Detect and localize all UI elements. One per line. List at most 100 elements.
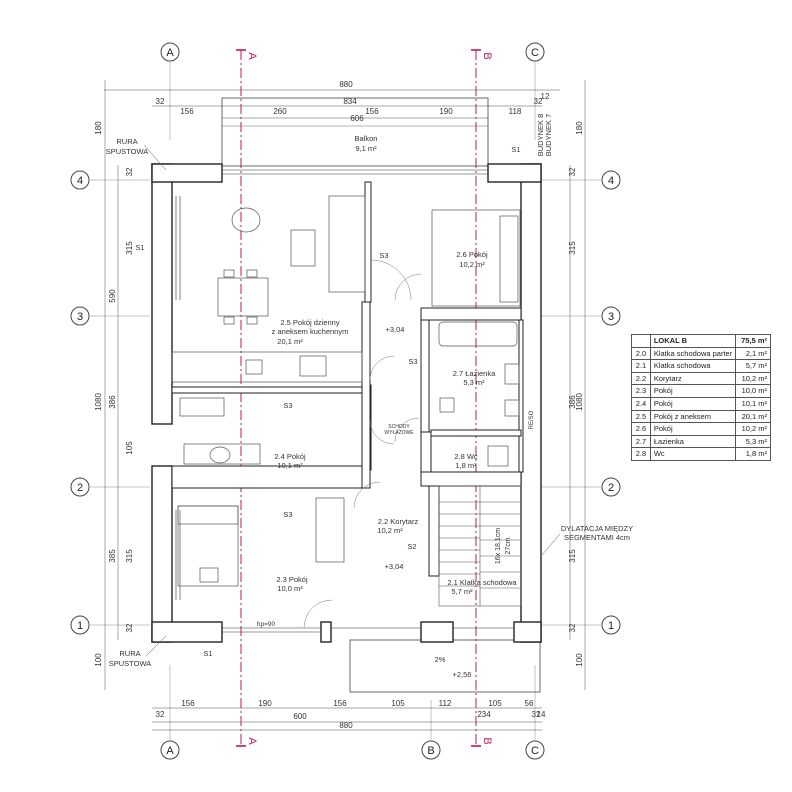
room-2-8-area: 1,8 m²	[455, 461, 477, 470]
axis-right-2: 2	[601, 477, 621, 497]
room-2-6-area: 10,2 m²	[459, 260, 485, 269]
svg-text:386: 386	[568, 395, 577, 409]
axis-markers: A A B C A A B B C 4 3 2 1 4 3 2 1	[70, 42, 621, 760]
svg-text:SEGMENTAMI 4cm: SEGMENTAMI 4cm	[564, 533, 630, 542]
svg-text:105: 105	[125, 441, 134, 455]
room-2-3-area: 10,0 m²	[277, 584, 303, 593]
svg-text:S3: S3	[283, 510, 292, 519]
svg-text:118: 118	[509, 107, 522, 116]
svg-text:1080: 1080	[575, 393, 584, 411]
svg-text:12: 12	[541, 92, 550, 101]
svg-text:600: 600	[293, 712, 307, 721]
svg-text:16x 18,1cm: 16x 18,1cm	[495, 528, 502, 564]
svg-text:WYŁAZOWE: WYŁAZOWE	[384, 430, 414, 436]
svg-text:32: 32	[125, 167, 134, 176]
svg-text:DYLATACJA MIĘDZY: DYLATACJA MIĘDZY	[561, 524, 633, 533]
svg-text:A: A	[246, 52, 258, 60]
svg-text:C: C	[531, 47, 539, 59]
interior-walls	[171, 181, 524, 577]
svg-text:SPUSTOWA: SPUSTOWA	[106, 147, 149, 156]
room-2-7-area: 5,3 m²	[463, 378, 485, 387]
svg-text:1: 1	[608, 620, 614, 632]
axis-top-a-section: A	[246, 52, 258, 60]
svg-text:BUDYNEK 7: BUDYNEK 7	[544, 114, 553, 157]
room-2-8-name: 2.8 Wc	[454, 452, 478, 461]
svg-text:32: 32	[532, 710, 541, 719]
svg-text:S1: S1	[511, 145, 520, 154]
axis-bottom-c: C	[525, 740, 545, 760]
doors	[303, 259, 422, 629]
svg-text:RE/SO: RE/SO	[529, 410, 535, 429]
room-balkon-area: 9,1 m²	[355, 144, 377, 153]
svg-text:180: 180	[94, 121, 103, 135]
svg-text:112: 112	[439, 699, 452, 708]
svg-text:2%: 2%	[435, 655, 446, 664]
svg-text:3: 3	[77, 311, 83, 323]
axis-left-3: 3	[70, 306, 90, 326]
svg-text:27cm: 27cm	[505, 537, 512, 554]
axis-left-2: 2	[70, 477, 90, 497]
svg-text:A: A	[246, 737, 258, 745]
svg-text:S1: S1	[203, 649, 212, 658]
svg-text:386: 386	[108, 395, 117, 409]
room-2-2-name: 2.2 Korytarz	[378, 517, 419, 526]
axis-bottom-b: B	[421, 740, 441, 760]
svg-text:4: 4	[608, 175, 614, 187]
svg-text:B: B	[481, 52, 493, 59]
svg-text:14: 14	[537, 710, 546, 719]
svg-text:RURA: RURA	[119, 649, 140, 658]
svg-text:190: 190	[439, 107, 453, 116]
svg-text:A: A	[166, 745, 174, 757]
room-2-7-name: 2.7 Łazienka	[453, 369, 496, 378]
svg-text:+2,56: +2,56	[453, 670, 472, 679]
svg-text:S2: S2	[407, 542, 416, 551]
svg-text:A: A	[166, 47, 174, 59]
svg-text:32: 32	[568, 167, 577, 176]
svg-text:315: 315	[568, 549, 577, 563]
svg-text:190: 190	[258, 699, 272, 708]
legend-header-row: LOKAL B 75,5 m²	[631, 334, 771, 348]
svg-text:100: 100	[94, 653, 103, 667]
plan-notes: RURA SPUSTOWA RURA SPUSTOWA BUDYNEK 8 BU…	[106, 114, 633, 679]
svg-text:32: 32	[156, 97, 165, 106]
svg-text:+3,04: +3,04	[385, 562, 404, 571]
room-2-5-area: 20,1 m²	[277, 337, 303, 346]
svg-text:RURA: RURA	[116, 137, 137, 146]
balconies	[221, 97, 541, 693]
room-2-3-name: 2.3 Pokój	[276, 575, 308, 584]
svg-text:32: 32	[156, 710, 165, 719]
svg-text:1080: 1080	[94, 393, 103, 411]
svg-text:880: 880	[339, 80, 353, 89]
svg-text:BUDYNEK 8: BUDYNEK 8	[536, 114, 545, 157]
svg-text:2: 2	[77, 482, 83, 494]
svg-text:2: 2	[608, 482, 614, 494]
axis-top-a: A	[160, 42, 180, 62]
svg-text:S1: S1	[135, 243, 144, 252]
svg-text:1: 1	[77, 620, 83, 632]
svg-text:100: 100	[575, 653, 584, 667]
furniture	[171, 195, 521, 587]
room-balkon-name: Balkon	[355, 134, 378, 143]
svg-text:260: 260	[273, 107, 287, 116]
svg-text:156: 156	[180, 107, 194, 116]
svg-text:590: 590	[108, 289, 117, 303]
svg-text:315: 315	[125, 549, 134, 563]
svg-text:S3: S3	[379, 251, 388, 260]
svg-text:156: 156	[333, 699, 347, 708]
svg-text:S3: S3	[283, 401, 292, 410]
axis-lines	[90, 62, 601, 740]
legend-total: 75,5 m²	[735, 334, 771, 348]
svg-text:hp=90: hp=90	[257, 621, 276, 628]
svg-text:SPUSTOWA: SPUSTOWA	[109, 659, 152, 668]
room-2-5-name: 2.5 Pokój dzienny	[280, 318, 339, 327]
